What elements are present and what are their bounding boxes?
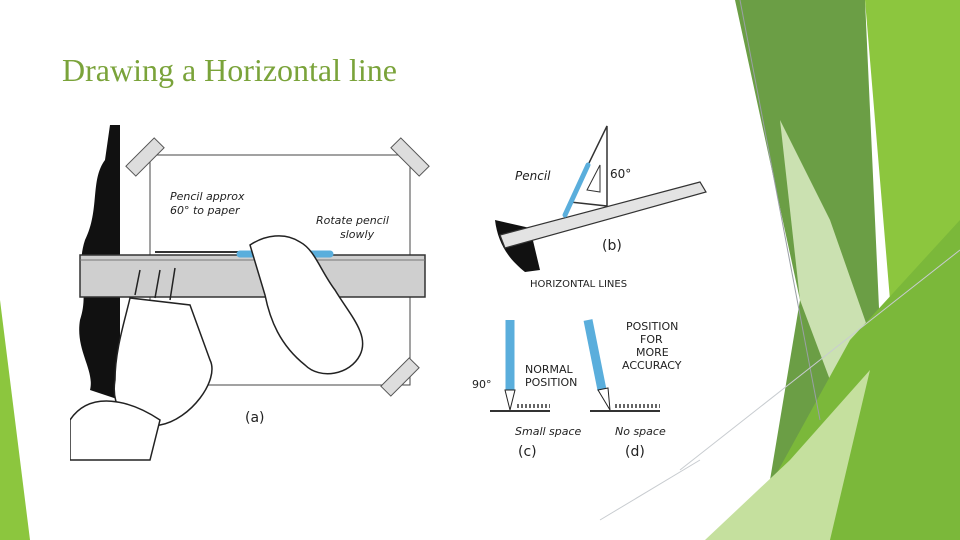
green-band-pale xyxy=(705,370,870,540)
caption-a: (a) xyxy=(245,410,265,426)
note-rotate-line2: slowly xyxy=(340,228,375,241)
label-d-line3: MORE xyxy=(636,346,669,359)
label-small-space: Small space xyxy=(515,425,582,438)
t-square-blade xyxy=(79,254,426,298)
caption-b: (b) xyxy=(602,238,622,254)
note-rotate-line1: Rotate pencil xyxy=(316,214,389,227)
drafting-illustration: Pencil approx 60° to paper Rotate pencil… xyxy=(70,125,707,461)
slide-title: Drawing a Horizontal line xyxy=(62,52,397,88)
pencil-d-tip xyxy=(597,387,611,411)
label-pencil-b: Pencil xyxy=(515,169,551,183)
pencil-d xyxy=(583,319,607,391)
green-left-sliver xyxy=(0,300,30,540)
pencil-b xyxy=(562,162,591,218)
tape xyxy=(390,137,430,177)
caption-c: (c) xyxy=(518,444,537,460)
figure-b: Pencil 60° HORIZONTAL LINES (b) xyxy=(495,125,707,290)
label-position: POSITION xyxy=(525,376,577,389)
tape xyxy=(125,137,165,177)
figure-a: Pencil approx 60° to paper Rotate pencil… xyxy=(70,125,430,461)
caption-d: (d) xyxy=(625,444,645,460)
triangle-cutout xyxy=(586,164,601,193)
note-pencil-line1: Pencil approx xyxy=(170,190,245,203)
label-d-line1: POSITION xyxy=(626,320,678,333)
thin-line-3 xyxy=(599,459,701,521)
t-square-b xyxy=(499,181,707,249)
label-d-line2: FOR xyxy=(640,333,663,346)
tape xyxy=(380,357,420,397)
thin-line-2 xyxy=(679,249,960,471)
figure-c: NORMAL POSITION 90° Small space (c) xyxy=(472,320,582,460)
sleeve xyxy=(70,400,161,461)
label-angle-b: 60° xyxy=(610,167,631,181)
thin-line-1 xyxy=(739,0,821,421)
label-d-line4: ACCURACY xyxy=(622,359,682,372)
figure-d: POSITION FOR MORE ACCURACY No space (d) xyxy=(583,319,682,460)
right-hand xyxy=(249,235,364,375)
label-horizontal-lines: HORIZONTAL LINES xyxy=(530,279,627,290)
note-pencil-line2: 60° to paper xyxy=(170,204,241,217)
label-no-space: No space xyxy=(615,425,666,438)
label-normal: NORMAL xyxy=(525,363,574,376)
left-hand xyxy=(113,267,213,427)
label-angle-c: 90° xyxy=(472,378,492,391)
pencil-c-tip xyxy=(504,389,516,411)
